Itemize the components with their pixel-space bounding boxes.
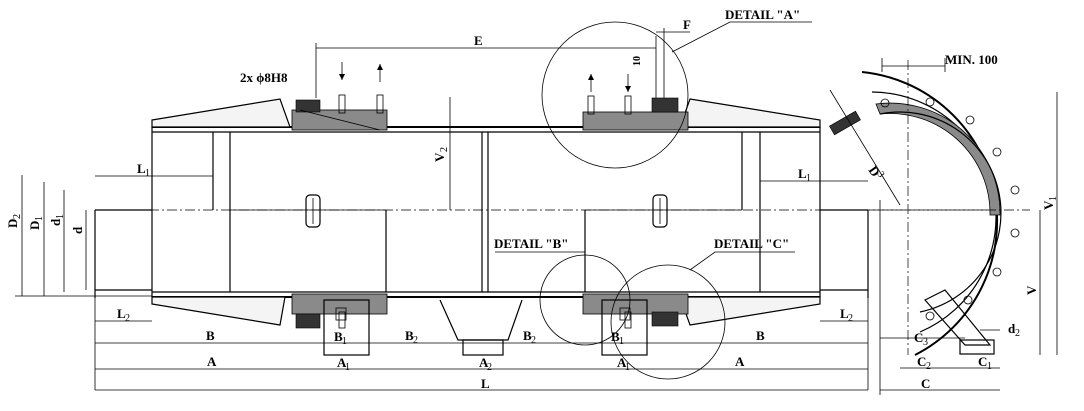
label-a-right: A [735, 354, 745, 369]
svg-text:1: 1 [342, 336, 347, 347]
force-arrows [339, 62, 631, 92]
svg-text:B: B [611, 329, 620, 344]
label-c: C [921, 376, 930, 391]
cones [151, 98, 821, 326]
svg-text:2: 2 [413, 335, 418, 346]
detail-a-leader [671, 21, 812, 53]
label-d2-small: d 2 [1008, 321, 1020, 339]
detail-b-circle [539, 254, 631, 346]
label-l: L [481, 376, 490, 391]
svg-text:1: 1 [145, 168, 150, 179]
label-c1: C 1 [978, 354, 992, 372]
supports [323, 299, 648, 356]
svg-text:2: 2 [926, 361, 931, 372]
label-ten: 10 [632, 56, 643, 66]
label-d: d [70, 226, 85, 234]
svg-text:B: B [334, 329, 343, 344]
label-a1-left: A 1 [337, 355, 350, 373]
label-a2: A 2 [479, 355, 492, 373]
svg-text:1: 1 [55, 214, 66, 219]
svg-text:C: C [978, 354, 987, 369]
detail-c-leader [689, 251, 795, 271]
label-detail-c: DETAIL "C" [714, 236, 789, 251]
label-detail-a: DETAIL "A" [725, 7, 800, 22]
label-pin: 2x ϕ8H8 [240, 70, 288, 85]
label-v1: V 1 [1041, 196, 1059, 210]
svg-text:L: L [137, 161, 146, 176]
dimension-lines [15, 28, 869, 391]
svg-text:2: 2 [1015, 328, 1020, 339]
svg-text:L: L [798, 166, 807, 181]
flange-bottom-mid [582, 293, 689, 327]
svg-text:L: L [840, 306, 849, 321]
svg-text:D: D [27, 221, 42, 230]
svg-text:L: L [117, 306, 126, 321]
label-d2: D 2 [5, 214, 23, 228]
flange-bottom-left [291, 293, 388, 329]
svg-text:1: 1 [619, 336, 624, 347]
flange-top-mid [582, 97, 689, 131]
label-b2-right: B 2 [523, 328, 536, 346]
svg-text:1: 1 [34, 216, 45, 221]
label-e: E [474, 33, 483, 48]
svg-text:d: d [48, 218, 63, 226]
svg-text:1: 1 [806, 173, 811, 184]
detail-c-circle [610, 264, 726, 380]
label-a-left: A [207, 354, 217, 369]
detail-a-circle [541, 21, 689, 169]
svg-text:1: 1 [625, 362, 630, 373]
label-detail-b: DETAIL "B" [494, 236, 569, 251]
label-d1: D 1 [27, 216, 45, 230]
svg-text:2: 2 [12, 214, 23, 219]
svg-text:2: 2 [531, 335, 536, 346]
svg-text:A: A [479, 355, 489, 370]
svg-text:2: 2 [487, 362, 492, 373]
pipe-body [94, 126, 869, 298]
svg-text:B: B [523, 328, 532, 343]
label-l1-left: L 1 [137, 161, 150, 179]
label-b1-left: B 1 [334, 329, 347, 347]
label-l1-right: L 1 [798, 166, 811, 184]
svg-text:1: 1 [1048, 196, 1059, 201]
svg-text:2: 2 [439, 147, 450, 152]
lifting-lugs [305, 194, 668, 228]
svg-text:V: V [1041, 200, 1056, 210]
label-d1-small: d 1 [48, 214, 66, 226]
end-view [829, 58, 1058, 395]
flange-top-left [291, 99, 388, 131]
bolts [338, 94, 632, 329]
label-l2-right: L 2 [840, 306, 853, 324]
label-v: V [1024, 285, 1039, 295]
svg-text:A: A [337, 355, 347, 370]
label-f: F [683, 17, 691, 32]
svg-text:d: d [1008, 321, 1016, 336]
label-c3: C 3 [914, 330, 928, 348]
svg-text:2: 2 [125, 313, 130, 324]
label-l2-left: L 2 [117, 306, 130, 324]
label-b-right: B [756, 328, 765, 343]
label-a1-right: A 1 [617, 355, 630, 373]
svg-text:A: A [617, 355, 627, 370]
label-b-left: B [206, 328, 215, 343]
label-v2: V 2 [432, 147, 450, 162]
svg-text:C: C [914, 330, 923, 345]
svg-text:B: B [405, 328, 414, 343]
svg-text:3: 3 [923, 337, 928, 348]
svg-text:V: V [432, 152, 447, 162]
svg-text:C: C [917, 354, 926, 369]
label-c2: C 2 [917, 354, 931, 372]
label-b2-left: B 2 [405, 328, 418, 346]
svg-text:2: 2 [848, 313, 853, 324]
svg-text:1: 1 [987, 361, 992, 372]
label-b1-right: B 1 [611, 329, 624, 347]
svg-text:3: 3 [875, 169, 887, 179]
svg-text:1: 1 [345, 362, 350, 373]
label-min100: MIN. 100 [945, 52, 998, 67]
svg-text:D: D [5, 219, 20, 228]
